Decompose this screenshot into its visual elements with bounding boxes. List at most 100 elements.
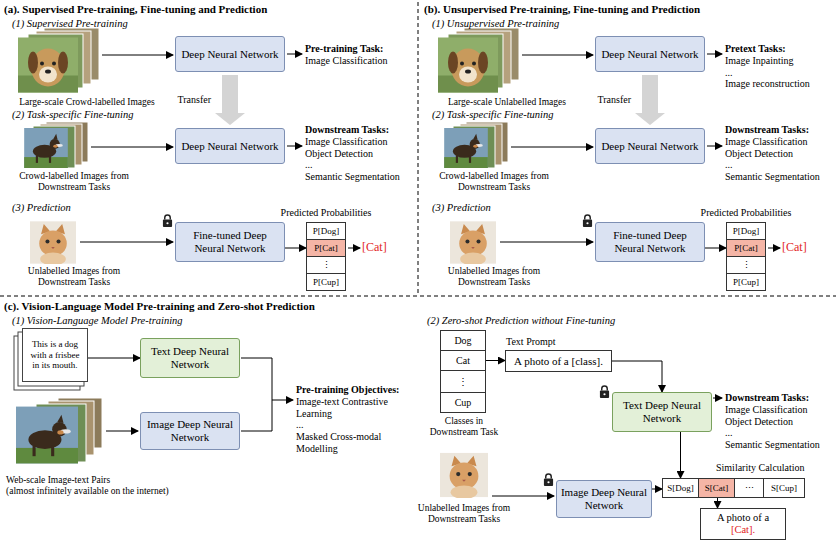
- list-heading: Pretext Tasks:: [725, 43, 833, 55]
- label-group: Downstream Tasks:Image ClassificationObj…: [725, 124, 833, 183]
- note: Image Inpainting: [725, 55, 833, 67]
- class-box: Cup: [440, 392, 486, 413]
- network-box: Deep Neural Network: [595, 128, 705, 164]
- edge-label: Text Prompt: [505, 336, 557, 348]
- panel-heading: (b). Unsupervised Pre-training, Fine-tun…: [424, 3, 834, 16]
- label-group: Unlabelled Images from Downstream Tasks: [396, 503, 532, 525]
- node-text: Text Deep Neural Network: [616, 399, 708, 424]
- transfer-arrow: [215, 75, 245, 125]
- node-text: This is a dog with a frisbee in its mout…: [26, 339, 84, 370]
- score-cell: P[Dog]: [306, 222, 346, 240]
- label-group: Classes in Downstream Task: [425, 416, 503, 438]
- note: Semantic Segmentation: [305, 171, 417, 183]
- label-group: (c). Vision-Language Model Pre-training …: [4, 300, 504, 313]
- node-text: P[Cat]: [734, 243, 758, 253]
- node-text: ⋮: [742, 260, 751, 270]
- label-group: (2) Task-specific Fine-tuning: [12, 109, 262, 121]
- output-arrow: [272, 400, 293, 401]
- score-cell: ⋯: [734, 478, 764, 498]
- class-box: Cat: [440, 350, 486, 371]
- score-cell: S[Dog]: [662, 478, 699, 498]
- label-group: (1) Supervised Pre-training: [12, 18, 262, 30]
- label-group: Pretext Tasks:Image Inpainting...Image r…: [725, 43, 833, 90]
- node-text: Text Deep Neural Network: [144, 345, 236, 370]
- score-cell: ⋮: [306, 256, 346, 274]
- note: Image Classification: [725, 136, 833, 148]
- node-text: A photo of a: [717, 512, 769, 524]
- connector-arrow: [285, 248, 306, 249]
- label-group: Similarity Calculation: [716, 462, 828, 474]
- label-group: Web-scale Image-text Pairs(almost infini…: [6, 475, 266, 497]
- score-cell: P[Cup]: [726, 273, 766, 291]
- note: Image Classification: [725, 404, 833, 416]
- node-text: P[Cat]: [314, 243, 338, 253]
- note: Similarity Calculation: [716, 462, 828, 474]
- note: ...: [725, 159, 833, 171]
- label-group: (3) Prediction: [432, 202, 632, 214]
- output-arrow: [707, 146, 722, 147]
- node-text: S[Cat]: [705, 483, 729, 493]
- input-arrow: [511, 147, 593, 148]
- network-box: Image Deep Neural Network: [556, 480, 652, 518]
- list-heading: Downstream Tasks:: [725, 124, 833, 136]
- class-box: A photo of a[Cat].: [700, 508, 786, 540]
- image-caption: Unlabelled Images from Downstream Tasks: [4, 266, 144, 288]
- image-caption: Unlabelled Images from Downstream Tasks: [424, 266, 564, 288]
- panel-divider: [418, 2, 419, 293]
- node-text: Image Deep Neural Network: [144, 418, 236, 443]
- network-box: Deep Neural Network: [175, 36, 285, 72]
- class-box: A photo of a [class].: [505, 350, 612, 372]
- label-group: Crowd-labelled Images from Downstream Ta…: [424, 171, 564, 193]
- image-caption: Large-scale Crowd-labelled Images: [2, 97, 172, 108]
- step-title: (2) Task-specific Fine-tuning: [432, 109, 682, 121]
- dog-photo: [438, 38, 498, 93]
- step-title: (1) Vision-Language Model Pre-training: [12, 315, 312, 327]
- network-box: Text Deep Neural Network: [612, 392, 712, 432]
- step-title: (3) Prediction: [12, 202, 212, 214]
- node-text: P[Dog]: [733, 226, 760, 236]
- dog-photo: [444, 128, 488, 168]
- step-title: (2) Task-specific Fine-tuning: [12, 109, 262, 121]
- note: Image reconstruction: [725, 78, 833, 90]
- input-arrow: [102, 55, 173, 56]
- note: Masked Cross-modal Modelling: [296, 431, 416, 455]
- label-group: Unlabelled Images from Downstream Tasks: [4, 266, 144, 288]
- input-arrow: [106, 431, 138, 432]
- image-caption: Classes in Downstream Task: [425, 416, 503, 438]
- predicted-class: [Cat]: [362, 240, 412, 254]
- connector-arrow: [612, 361, 662, 392]
- dog-photo: [24, 128, 68, 168]
- label-group: (3) Prediction: [12, 202, 212, 214]
- input-arrow: [500, 242, 593, 243]
- lock-icon: [544, 474, 553, 486]
- image-caption: Crowd-labelled Images from Downstream Ta…: [4, 171, 144, 193]
- label-group: [Cat]: [782, 240, 832, 254]
- input-arrow: [522, 55, 593, 56]
- node-text: P[Dog]: [313, 226, 340, 236]
- node-text: Fine-tuned Deep Neural Network: [599, 229, 701, 254]
- note: Predicted Probabilities: [688, 207, 804, 219]
- node-text: Image Deep Neural Network: [560, 486, 648, 511]
- cat-photo: [30, 221, 76, 265]
- node-text: ⋮: [322, 260, 331, 270]
- note: ...: [305, 159, 417, 171]
- note: Object Detection: [725, 148, 833, 160]
- node-text: Deep Neural Network: [601, 48, 698, 61]
- network-box: Deep Neural Network: [175, 128, 285, 164]
- list-heading: Downstream Tasks:: [305, 124, 417, 136]
- class-box: ⋮: [440, 370, 486, 393]
- dog-photo: [16, 407, 78, 464]
- score-cell: S[Cup]: [763, 478, 805, 498]
- node-text: [Cat].: [731, 524, 755, 536]
- node-text: Cat: [456, 355, 470, 367]
- label-group: Pre-training Task:Image Classification: [305, 43, 417, 67]
- note: Semantic Segmentation: [725, 171, 833, 183]
- label-group: (1) Vision-Language Model Pre-training: [12, 315, 312, 327]
- score-cell: P[Cup]: [306, 273, 346, 291]
- network-box: Fine-tuned Deep Neural Network: [175, 222, 285, 262]
- node-text: ⋯: [745, 483, 754, 493]
- label-group: Unlabelled Images from Downstream Tasks: [424, 266, 564, 288]
- score-cell-highlight: P[Cat]: [306, 239, 346, 257]
- note: Image-text Contrastive Learning: [296, 396, 416, 420]
